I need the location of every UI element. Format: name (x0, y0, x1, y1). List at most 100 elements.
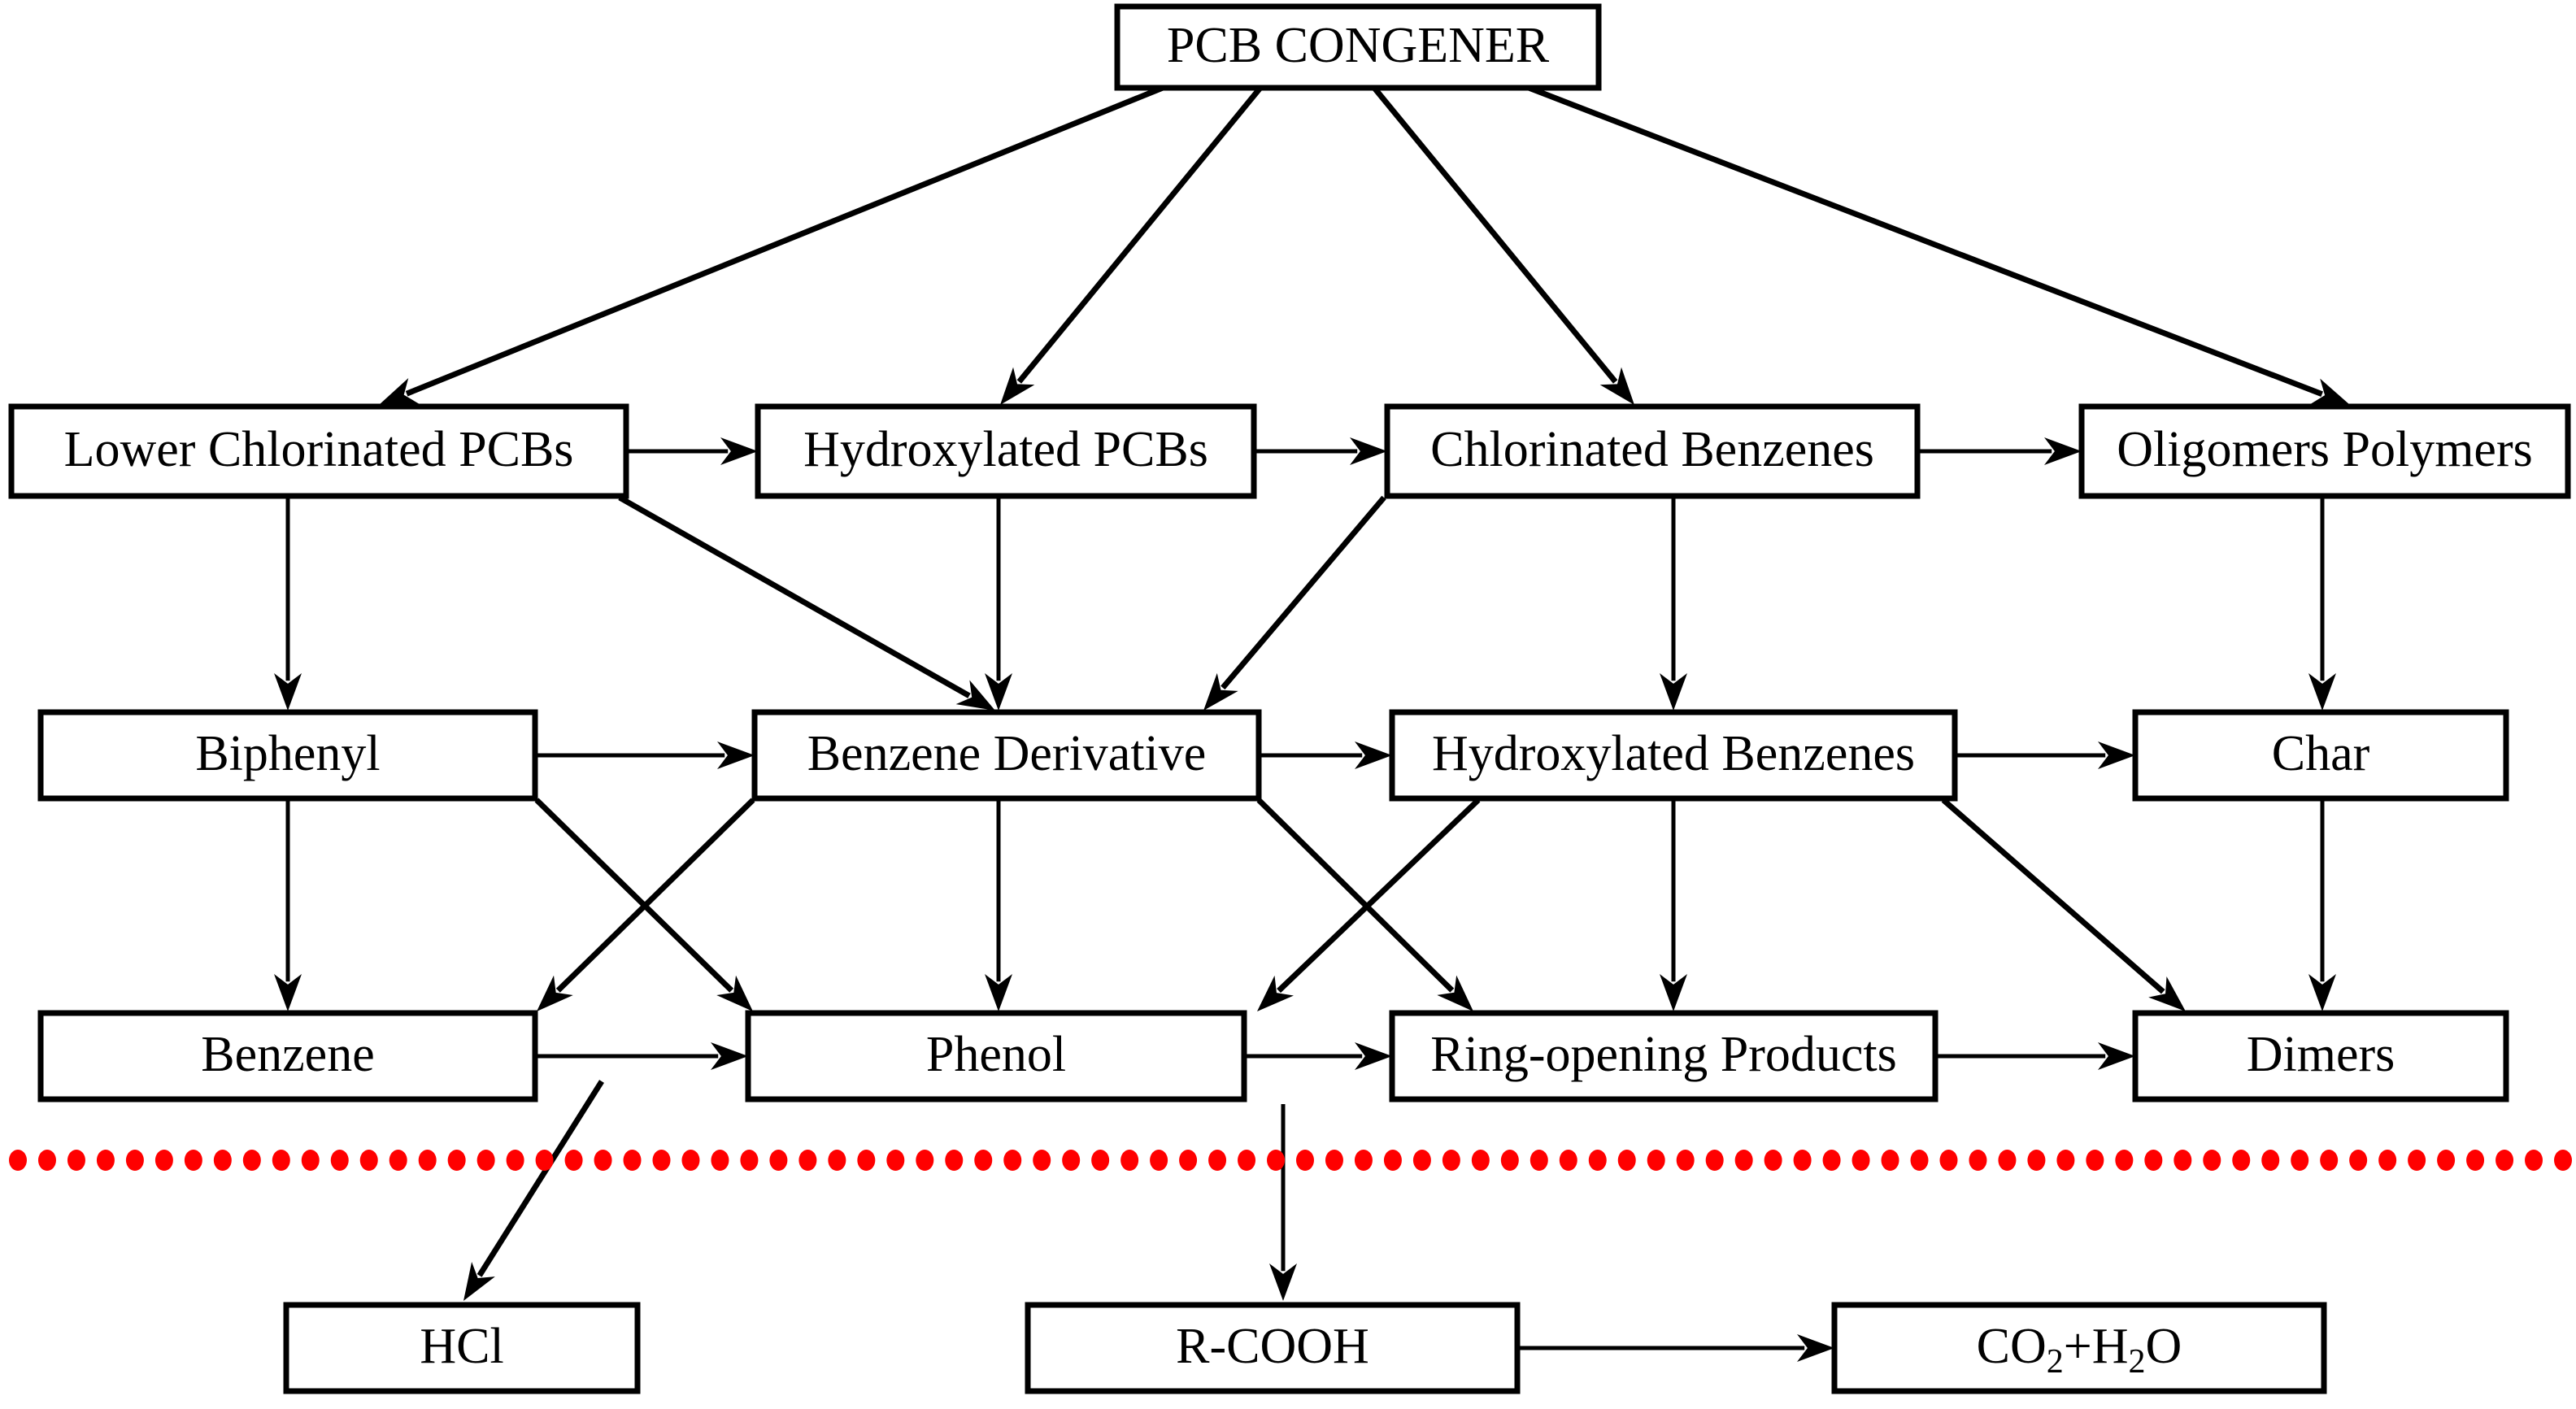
divider-dot (1442, 1150, 1460, 1171)
divider-dot (476, 1150, 495, 1171)
arrowhead-icon (985, 673, 1012, 711)
divider-dot (330, 1150, 349, 1171)
edge-line (1372, 85, 1618, 384)
node-oligomers_polymers[interactable]: Oligomers Polymers (2078, 403, 2571, 499)
node-benzene_derivative[interactable]: Benzene Derivative (751, 709, 1262, 802)
divider-dot (535, 1150, 554, 1171)
divider-dot (359, 1150, 378, 1171)
edge-line (1221, 495, 1386, 690)
divider-dot (1588, 1150, 1607, 1171)
edge-line (555, 798, 755, 993)
node-ring_opening[interactable]: Ring-opening Products (1389, 1010, 1939, 1102)
node-pcb_congener[interactable]: PCB CONGENER (1114, 3, 1602, 91)
arrowhead-icon (1355, 741, 1392, 769)
divider-dot (1647, 1150, 1665, 1171)
node-biphenyl[interactable]: Biphenyl (37, 709, 538, 802)
divider-dot (2261, 1150, 2280, 1171)
divider-dot (1062, 1150, 1081, 1171)
divider-dot (916, 1150, 934, 1171)
edge-phenol-to-r_cooh (1269, 1104, 1297, 1301)
divider-dot (1238, 1150, 1256, 1171)
divider-dot (1208, 1150, 1227, 1171)
arrowhead-icon (720, 437, 758, 465)
node-label-pcb_congener: PCB CONGENER (1167, 18, 1550, 73)
arrowhead-icon (2098, 741, 2135, 769)
edge-hydroxylated_pcbs-to-chlorinated_benzenes (1254, 437, 1387, 465)
divider-dot (594, 1150, 612, 1171)
divider-dot (2203, 1150, 2221, 1171)
edge-chlorinated_benzenes-to-oligomers_polymers (1917, 437, 2082, 465)
arrowhead-icon (711, 1042, 748, 1070)
edge-hydroxylated_benz-to-dimers (1941, 798, 2186, 1011)
divider-dot (564, 1150, 583, 1171)
edge-benzene-to-phenol (535, 1042, 748, 1070)
arrowhead-icon (1257, 975, 1294, 1011)
node-hcl[interactable]: HCl (283, 1302, 641, 1394)
node-phenol[interactable]: Phenol (745, 1010, 1247, 1102)
arrowhead-icon (955, 680, 995, 711)
edge-lower_chlor_pcbs-to-hydroxylated_pcbs (626, 437, 758, 465)
divider-dot (1295, 1150, 1314, 1171)
divider-dot (506, 1150, 524, 1171)
edge-hydroxylated_benz-to-ring_opening (1660, 800, 1687, 1011)
node-label-biphenyl: Biphenyl (195, 726, 380, 781)
edge-biphenyl-to-benzene (274, 800, 302, 1011)
node-box-benzene_derivative (751, 709, 1262, 802)
divider-dot (125, 1150, 144, 1171)
divider-dot (2466, 1150, 2485, 1171)
edge-benzene_derivative-to-phenol (985, 800, 1012, 1011)
node-hydroxylated_benz[interactable]: Hydroxylated Benzenes (1389, 709, 1958, 802)
node-hydroxylated_pcbs[interactable]: Hydroxylated PCBs (755, 403, 1257, 499)
divider-dot (1500, 1150, 1519, 1171)
edge-hydroxylated_pcbs-to-benzene_derivative (985, 498, 1012, 711)
node-chlorinated_benzenes[interactable]: Chlorinated Benzenes (1384, 403, 1921, 499)
divider-dot (1354, 1150, 1373, 1171)
edge-benzene-to-hcl (463, 1080, 604, 1301)
arrowhead-icon (2044, 437, 2082, 465)
node-box-biphenyl (37, 709, 538, 802)
edge-line (476, 1080, 604, 1277)
divider-dot (2232, 1150, 2251, 1171)
divider-dot (389, 1150, 407, 1171)
edge-biphenyl-to-phenol (534, 798, 753, 1011)
divider-dot (1969, 1150, 1987, 1171)
node-label-dimers: Dimers (2247, 1027, 2395, 1082)
node-r_cooh[interactable]: R-COOH (1025, 1302, 1521, 1394)
divider-dot (2320, 1150, 2339, 1171)
node-box-lower_chlor_pcbs (8, 403, 629, 499)
divider-dot (1267, 1150, 1286, 1171)
divider-dot (1998, 1150, 2017, 1171)
node-dimers[interactable]: Dimers (2132, 1010, 2509, 1102)
divider-dot (2378, 1150, 2397, 1171)
arrowhead-icon (1660, 673, 1687, 711)
node-char[interactable]: Char (2132, 709, 2509, 802)
edge-line (1016, 85, 1263, 384)
divider-dot (2027, 1150, 2046, 1171)
divider-dot (418, 1150, 437, 1171)
edge-chlorinated_benzenes-to-hydroxylated_benz (1660, 498, 1687, 711)
node-lower_chlor_pcbs[interactable]: Lower Chlorinated PCBs (8, 403, 629, 499)
arrowhead-icon (274, 673, 302, 711)
edge-pcb_congener-to-hydroxylated_pcbs (1000, 85, 1263, 405)
edge-lower_chlor_pcbs-to-biphenyl (274, 498, 302, 711)
divider-dot (974, 1150, 993, 1171)
node-box-dimers (2132, 1010, 2509, 1102)
divider-dot (1325, 1150, 1343, 1171)
node-co2_h2o[interactable]: CO2+H2O (1831, 1302, 2327, 1394)
node-benzene[interactable]: Benzene (37, 1010, 538, 1102)
edge-line (1256, 798, 1455, 993)
divider-dot (1617, 1150, 1636, 1171)
node-box-benzene (37, 1010, 538, 1102)
edge-chlorinated_benzenes-to-benzene_derivative (1203, 495, 1386, 711)
arrowhead-icon (1350, 437, 1387, 465)
edge-line (405, 85, 1164, 397)
divider-dot (2144, 1150, 2163, 1171)
edge-line (618, 494, 971, 698)
edge-ring_opening-to-dimers (1935, 1042, 2135, 1070)
divider-dot (1852, 1150, 1870, 1171)
divider-dot (652, 1150, 671, 1171)
node-box-phenol (745, 1010, 1247, 1102)
